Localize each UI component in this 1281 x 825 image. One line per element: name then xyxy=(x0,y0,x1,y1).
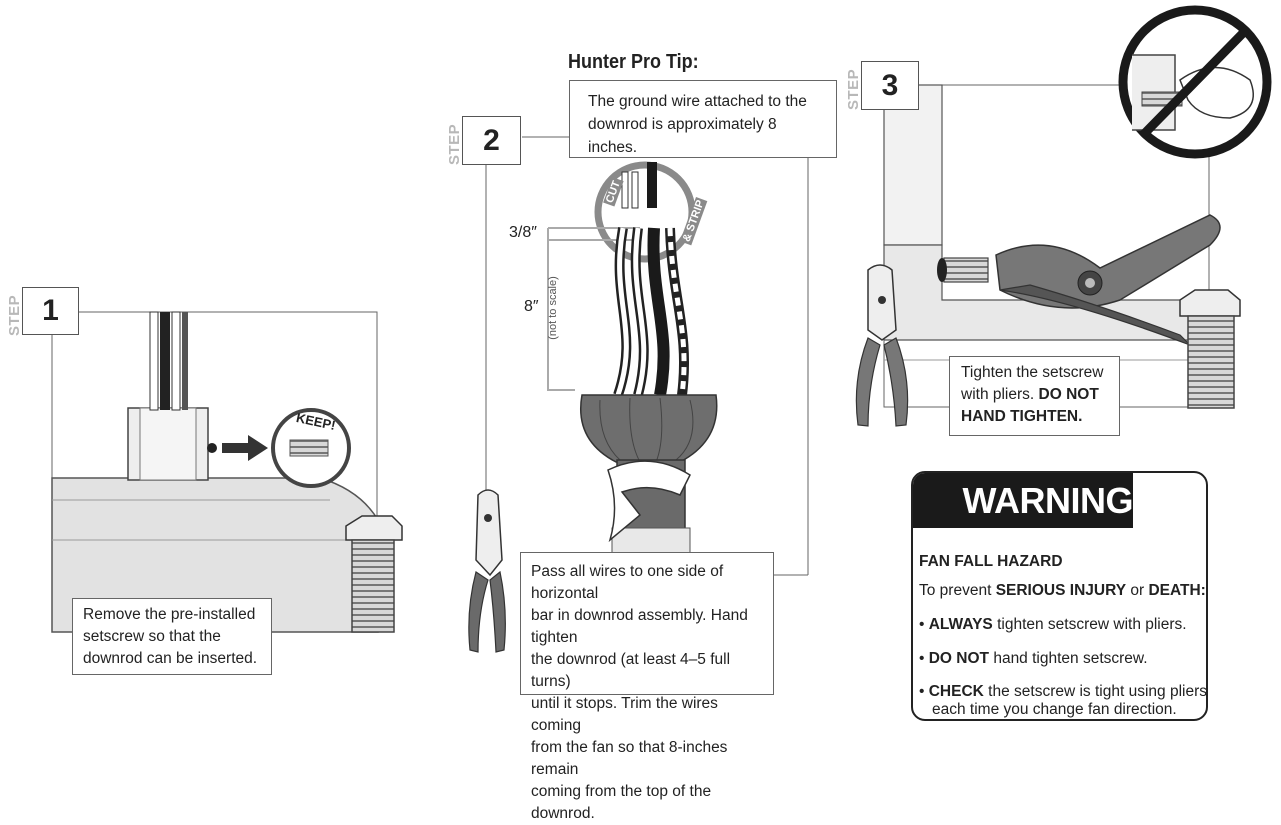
pliers-icon xyxy=(855,264,909,427)
bullet-text: the setscrew is tight using pliers xyxy=(983,683,1207,700)
warning-panel: WARNING FAN FALL HAZARD To prevent SERIO… xyxy=(911,471,1208,721)
dimension-short: 3/8″ xyxy=(509,224,537,241)
bolt-icon xyxy=(345,515,403,633)
warning-bullet-continuation: each time you change fan direction. xyxy=(932,701,1177,718)
prevent-bold: SERIOUS INJURY xyxy=(995,582,1127,599)
step1-illustration xyxy=(51,311,403,633)
caption-line: bar in downrod assembly. Hand tighten xyxy=(531,607,748,646)
prevent-line: To prevent SERIOUS INJURY or DEATH: xyxy=(919,582,1206,600)
caption-line: Remove the pre-installed xyxy=(83,606,256,623)
caption-line: from the fan so that 8-inches remain xyxy=(531,739,728,778)
step1-number: 1 xyxy=(22,287,79,335)
bullet-bold: DO NOT xyxy=(928,650,990,667)
step3-illustration xyxy=(855,5,1272,427)
step3-step-word: STEP xyxy=(845,68,862,110)
caption-line: coming from the top of the downrod. xyxy=(531,783,712,822)
no-hand-tighten-icon xyxy=(1118,5,1272,159)
caption-line: Pass all wires to one side of horizontal xyxy=(531,563,724,602)
tip-line: The ground wire attached to the xyxy=(588,93,807,110)
not-to-scale-note: (not to scale) xyxy=(547,276,559,340)
pro-tip-box: The ground wire attached to the downrod … xyxy=(569,80,837,158)
step1-step-word: STEP xyxy=(6,294,23,336)
bullet-text: tighten setscrew with pliers. xyxy=(992,616,1187,633)
bullet-text: hand tighten setscrew. xyxy=(989,650,1148,667)
bullet-bold: ALWAYS xyxy=(928,616,993,633)
caption-line: Tighten the setscrew xyxy=(961,364,1104,381)
hazard-heading: FAN FALL HAZARD xyxy=(919,553,1063,570)
caption-line: until it stops. Trim the wires coming xyxy=(531,695,718,734)
step3-number: 3 xyxy=(861,61,919,110)
warning-title: WARNING xyxy=(962,479,1134,521)
step2-illustration xyxy=(468,136,809,653)
warning-bullet: • DO NOT hand tighten setscrew. xyxy=(919,650,1148,667)
prevent-text: or xyxy=(1126,582,1149,599)
step2-number: 2 xyxy=(462,116,521,165)
prevent-bold: DEATH: xyxy=(1148,582,1206,599)
warning-bullet: • ALWAYS tighten setscrew with pliers. xyxy=(919,616,1187,633)
caption-line: the downrod (at least 4–5 full turns) xyxy=(531,651,731,690)
caption-bold: HAND TIGHTEN. xyxy=(961,408,1083,425)
warning-header: WARNING xyxy=(913,473,1133,528)
step3-caption: Tighten the setscrew with pliers. DO NOT… xyxy=(949,356,1120,436)
caption-line: setscrew so that the xyxy=(83,628,221,645)
step1-caption: Remove the pre-installed setscrew so tha… xyxy=(72,598,272,675)
step2-step-word: STEP xyxy=(446,123,463,165)
bolt-icon xyxy=(1179,289,1241,409)
caption-line: downrod can be inserted. xyxy=(83,650,258,667)
tip-line: downrod is approximately 8 inches. xyxy=(588,116,777,156)
bullet-bold: CHECK xyxy=(928,683,984,700)
pro-tip-title: Hunter Pro Tip: xyxy=(568,51,699,73)
prevent-text: To prevent xyxy=(919,582,996,599)
caption-plain: with pliers. xyxy=(961,386,1039,403)
dimension-long: 8″ xyxy=(524,298,539,315)
pliers-icon xyxy=(468,489,506,653)
warning-bullet: • CHECK the setscrew is tight using plie… xyxy=(919,683,1207,700)
step2-caption: Pass all wires to one side of horizontal… xyxy=(520,552,774,822)
caption-bold: DO NOT xyxy=(1038,386,1099,403)
